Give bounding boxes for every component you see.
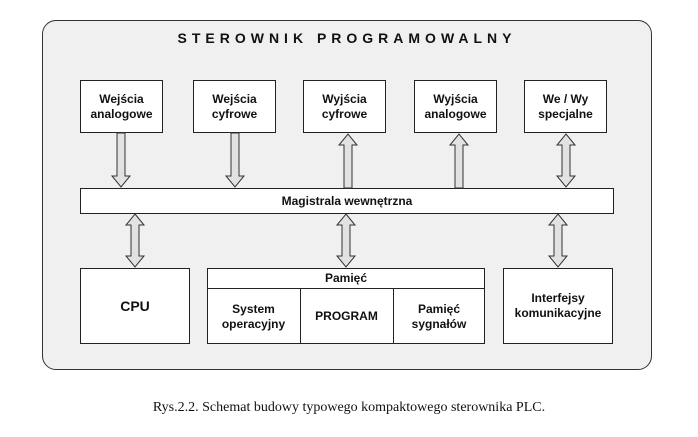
signal-memory-line2: sygnałów: [411, 316, 467, 331]
digital-inputs-line1: Wejścia: [212, 91, 257, 106]
interfaces-line2: komunikacyjne: [514, 306, 602, 320]
cpu-label: CPU: [120, 297, 150, 314]
analog-inputs-line1: Wejścia: [99, 91, 144, 106]
memory-header: Pamięć: [207, 268, 485, 288]
arrow-both-cpu: [124, 213, 146, 268]
arrow-both-interfaces: [547, 213, 569, 268]
arrow-up-digital-outputs: [337, 133, 359, 189]
memory-divider-1: [300, 288, 301, 344]
arrow-down-analog-inputs: [110, 132, 132, 188]
operating-system-line1: System: [232, 301, 275, 316]
interfaces-line1: Interfejsy: [531, 291, 585, 305]
digital-outputs-line1: Wyjścia: [322, 91, 367, 106]
figure-caption: Rys.2.2. Schemat budowy typowego kompakt…: [152, 400, 546, 415]
arrow-down-digital-inputs: [224, 132, 246, 188]
arrow-both-special-io: [555, 133, 577, 188]
program-label: PROGRAM: [315, 309, 378, 323]
arrow-both-memory: [335, 213, 357, 268]
memory-divider-2: [393, 288, 394, 344]
analog-outputs-line1: Wyjścia: [433, 91, 478, 106]
digital-outputs-line2: cyfrowe: [321, 106, 368, 121]
diagram-title: STEROWNIK PROGRAMOWALNY: [177, 30, 517, 46]
digital-inputs-line2: cyfrowe: [211, 106, 258, 121]
special-io-line1: We / Wy: [542, 91, 589, 106]
cpu-box: CPU: [80, 268, 190, 344]
special-io-line2: specjalne: [538, 106, 593, 121]
memory-header-label: Pamięć: [324, 270, 368, 285]
memory-header-divider: [207, 288, 485, 289]
memory-box: [207, 268, 485, 344]
analog-inputs-line2: analogowe: [90, 106, 153, 121]
analog-outputs-line2: analogowe: [424, 106, 487, 121]
internal-bus-label: Magistrala wewnętrzna: [281, 193, 413, 208]
arrow-up-analog-outputs: [448, 133, 470, 189]
signal-memory-line1: Pamięć: [417, 301, 461, 316]
program-cell: PROGRAM: [300, 289, 393, 344]
operating-system-line2: operacyjny: [221, 316, 286, 331]
